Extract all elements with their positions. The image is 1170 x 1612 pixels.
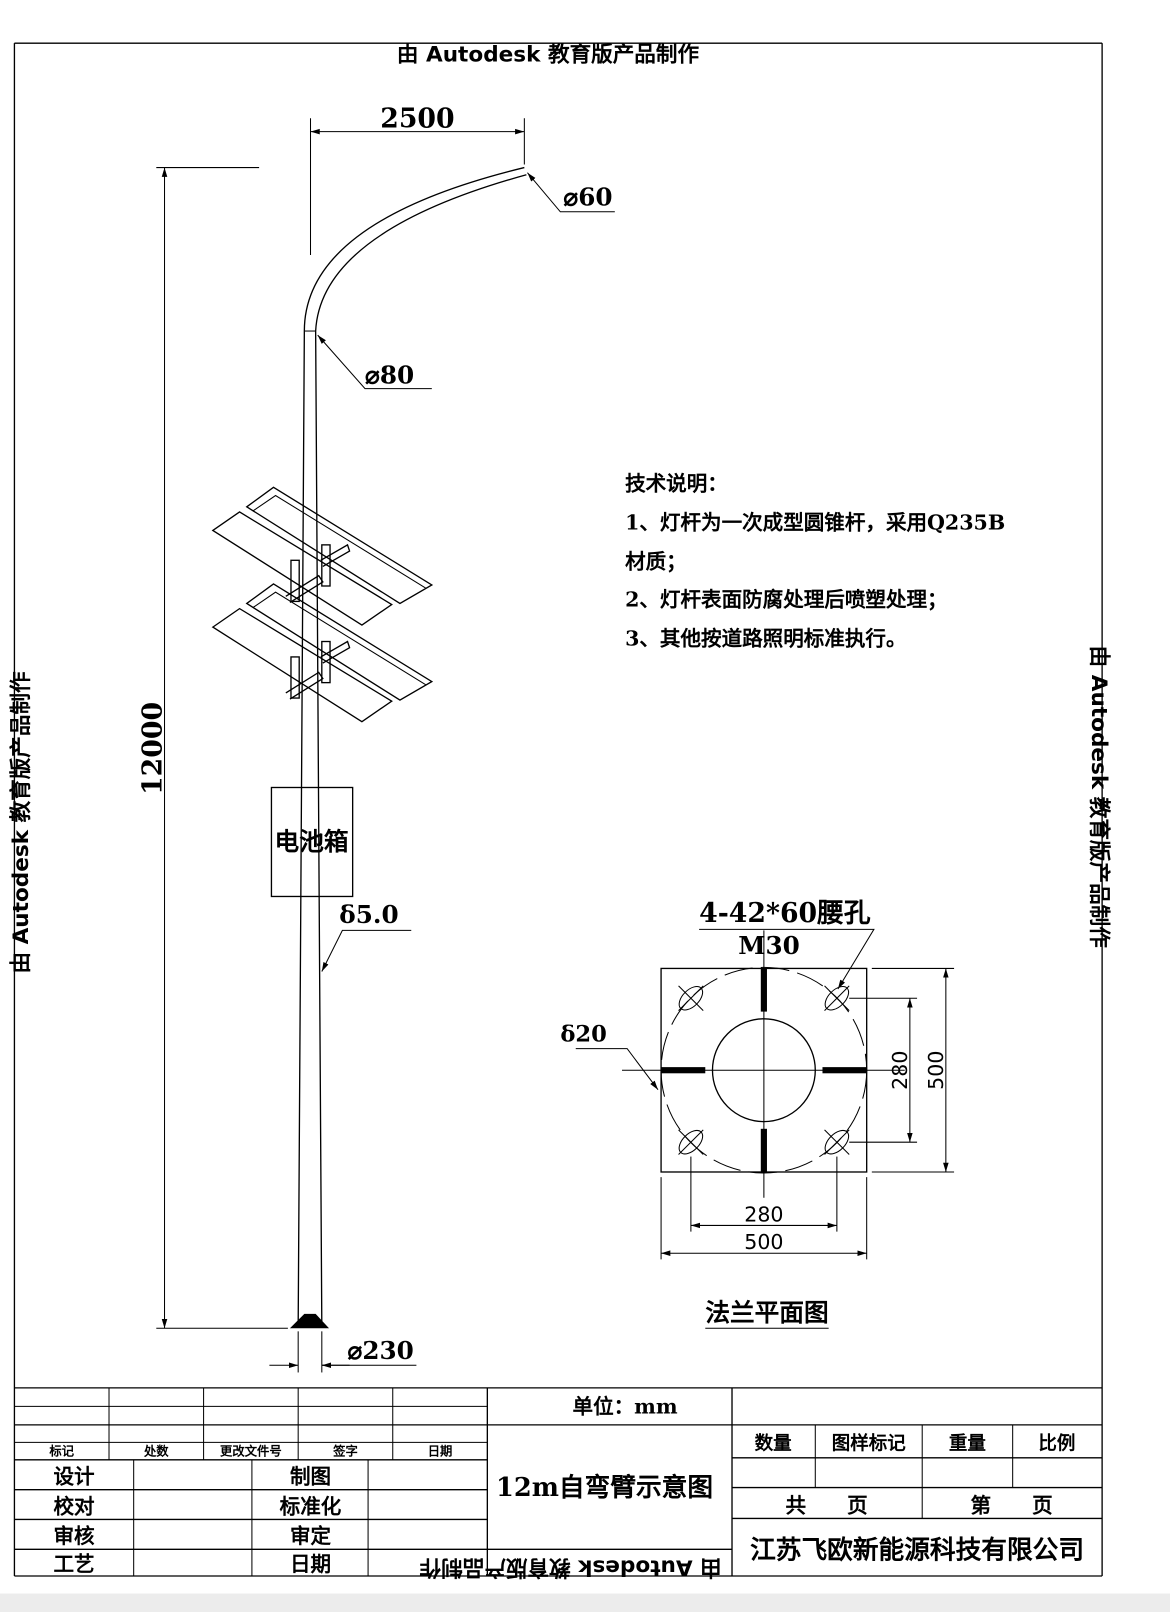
bottom-gray-band bbox=[0, 1593, 1170, 1612]
unit-label: 单位：mm bbox=[573, 1395, 678, 1419]
svg-text:日期: 日期 bbox=[428, 1444, 453, 1459]
svg-text:280: 280 bbox=[888, 1051, 912, 1090]
sheet-frame bbox=[13, 42, 1103, 1577]
svg-text:校对: 校对 bbox=[53, 1494, 95, 1518]
pole-base bbox=[289, 1313, 330, 1329]
svg-text:签字: 签字 bbox=[332, 1444, 358, 1459]
flange-caption: 法兰平面图 bbox=[705, 1298, 828, 1327]
watermark-left: 由 Autodesk 教育版产品制作 bbox=[8, 671, 34, 974]
title-block: 标记 处数 更改文件号 签字 日期 设计 校对 审核 工艺 制图 标准化 审定 … bbox=[14, 1387, 1103, 1577]
svg-text:共 页: 共 页 bbox=[785, 1493, 867, 1517]
company-name: 江苏飞欧新能源科技有限公司 bbox=[750, 1535, 1084, 1566]
arm-length-dimension: 2500 bbox=[309, 103, 525, 255]
flange-plan: 4-42*60腰孔 M30 δ20 280 500 280 500 法兰平面图 bbox=[560, 898, 955, 1329]
svg-text:日期: 日期 bbox=[290, 1552, 331, 1576]
drawing-title: 12m自弯臂示意图 bbox=[496, 1472, 713, 1503]
svg-text:12000: 12000 bbox=[137, 702, 168, 795]
arm-diameter-callout: ⌀80 bbox=[317, 334, 432, 389]
technical-notes: 技术说明： 1、灯杆为一次成型圆锥杆，采用Q235B 材质； 2、灯杆表面防腐处… bbox=[625, 471, 1005, 650]
base-diameter-dimension: ⌀230 bbox=[269, 1331, 417, 1373]
tech-note-line: 2、灯杆表面防腐处理后喷塑处理； bbox=[625, 588, 948, 612]
tech-note-line: 3、其他按道路照明标准执行。 bbox=[625, 627, 906, 651]
watermark-top: 由 Autodesk 教育版产品制作 bbox=[397, 42, 700, 68]
svg-text:更改文件号: 更改文件号 bbox=[220, 1444, 282, 1459]
svg-text:⌀60: ⌀60 bbox=[563, 183, 612, 212]
watermark-right: 由 Autodesk 教育版产品制作 bbox=[1086, 646, 1112, 949]
svg-text:工艺: 工艺 bbox=[53, 1552, 94, 1576]
svg-text:处数: 处数 bbox=[143, 1444, 169, 1459]
svg-text:审核: 审核 bbox=[53, 1524, 95, 1548]
tip-diameter-callout: ⌀60 bbox=[527, 172, 615, 213]
svg-text:图样标记: 图样标记 bbox=[832, 1433, 907, 1455]
svg-text:设计: 设计 bbox=[53, 1464, 95, 1488]
svg-text:第 页: 第 页 bbox=[971, 1493, 1053, 1517]
svg-text:δ5.0: δ5.0 bbox=[339, 900, 398, 929]
battery-box-label: 电池箱 bbox=[275, 827, 349, 856]
svg-text:⌀80: ⌀80 bbox=[365, 360, 414, 389]
bolt-hole bbox=[678, 985, 850, 1155]
svg-text:280: 280 bbox=[744, 1202, 783, 1226]
svg-text:制图: 制图 bbox=[290, 1464, 331, 1488]
flange-thickness: δ20 bbox=[560, 1021, 607, 1047]
svg-text:2500: 2500 bbox=[380, 103, 454, 134]
svg-text:500: 500 bbox=[924, 1051, 948, 1090]
svg-text:比例: 比例 bbox=[1038, 1433, 1075, 1455]
svg-text:数量: 数量 bbox=[755, 1433, 793, 1455]
light-pole bbox=[289, 166, 527, 1329]
battery-box bbox=[270, 786, 354, 898]
watermark-bottom: 由 Autodesk 教育版产品制作 bbox=[419, 1555, 722, 1581]
tech-notes-title: 技术说明： bbox=[625, 471, 728, 495]
svg-text:审定: 审定 bbox=[290, 1524, 332, 1548]
svg-text:标准化: 标准化 bbox=[280, 1494, 342, 1518]
hole-label: 4-42*60腰孔 bbox=[699, 898, 871, 929]
svg-text:重量: 重量 bbox=[949, 1433, 987, 1455]
solar-panels bbox=[211, 486, 434, 723]
tech-note-line: 材质； bbox=[625, 550, 687, 574]
tech-note-line: 1、灯杆为一次成型圆锥杆，采用Q235B bbox=[625, 510, 1005, 534]
wall-thickness-callout: δ5.0 bbox=[321, 900, 412, 972]
bolt-label: M30 bbox=[738, 931, 800, 960]
svg-text:标记: 标记 bbox=[48, 1444, 74, 1459]
svg-text:⌀230: ⌀230 bbox=[348, 1336, 414, 1365]
svg-text:500: 500 bbox=[744, 1230, 783, 1254]
height-dimension: 12000 bbox=[137, 167, 288, 1329]
